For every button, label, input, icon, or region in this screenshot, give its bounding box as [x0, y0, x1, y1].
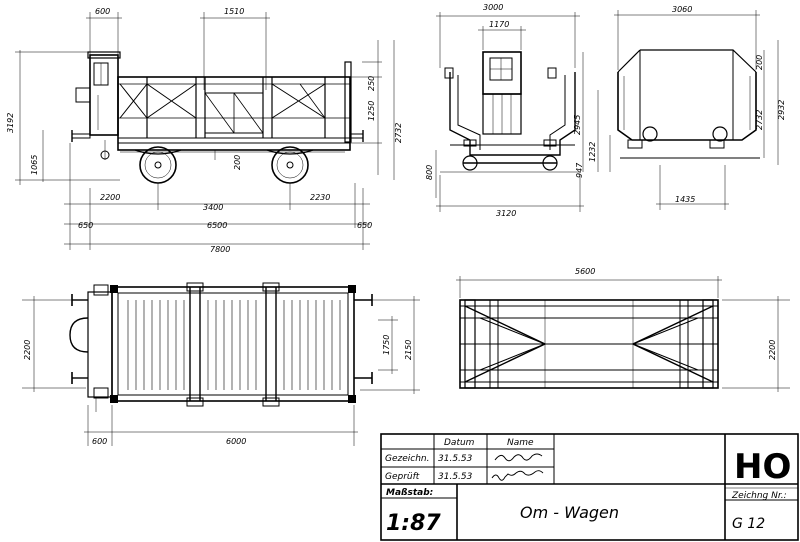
side-dim-2200: 2200: [100, 193, 120, 202]
underframe-view: 5600 2200: [456, 267, 790, 392]
enda-dim-1232: 1232: [588, 142, 597, 162]
plan-dim-6000: 6000: [226, 437, 246, 446]
side-view: 600 1510 250 1250 2732 3192 1065 200 220…: [6, 7, 403, 254]
tb-scale-value: 1:87: [386, 511, 441, 536]
tb-row-checked-date: 31.5.53: [438, 472, 473, 482]
under-dim-5600: 5600: [575, 267, 595, 276]
enda-dim-800: 800: [425, 165, 434, 180]
enda-dim-3000: 3000: [483, 3, 503, 12]
plan-view: 2200 1750 2150 600 6000: [22, 282, 420, 446]
title-block: Datum Name Gezeichn. 31.5.53 Geprüft 31.…: [380, 433, 799, 541]
endb-dim-1435: 1435: [675, 195, 695, 204]
side-dim-2732: 2732: [394, 123, 403, 143]
plan-dim-2150: 2150: [404, 340, 413, 360]
tb-drawing-title: Om - Wagen: [520, 503, 619, 522]
enda-dim-947: 947: [575, 162, 584, 178]
side-dim-650-right: 650: [357, 221, 372, 230]
tb-row-drawn-date: 31.5.53: [438, 454, 473, 464]
tb-col-name: Name: [507, 438, 534, 448]
tb-drawing-no: G 12: [732, 516, 765, 532]
side-dim-7800: 7800: [210, 245, 230, 254]
enda-dim-2945: 2945: [573, 115, 582, 135]
signature-checked: [491, 470, 544, 481]
signature-drawn: [494, 453, 543, 462]
plan-dim-600: 600: [92, 437, 107, 446]
side-dim-250: 250: [367, 76, 376, 91]
enda-dim-1170: 1170: [489, 20, 509, 29]
endb-dim-200: 200: [755, 55, 764, 70]
side-dim-3192: 3192: [6, 113, 15, 133]
tb-scale-label: Maßstab:: [386, 488, 433, 498]
end-view-brake-end: 3000 1170 2945 1232 947 800 3120: [425, 3, 611, 218]
tb-drawing-no-label: Zeichng Nr.:: [731, 491, 787, 501]
enda-dim-3120: 3120: [496, 209, 516, 218]
tb-row-drawn-label: Gezeichn.: [385, 454, 430, 464]
side-dim-3400: 3400: [203, 203, 223, 212]
side-dim-200: 200: [233, 155, 242, 170]
tb-gauge: HO: [734, 447, 791, 487]
side-dim-600: 600: [95, 7, 110, 16]
side-dim-1510: 1510: [224, 7, 244, 16]
endb-dim-2932: 2932: [777, 100, 786, 120]
endb-dim-3060: 3060: [672, 5, 692, 14]
side-dim-1250: 1250: [367, 101, 376, 121]
tb-col-date: Datum: [444, 438, 475, 448]
under-dim-2200: 2200: [768, 340, 777, 360]
plan-dim-1750: 1750: [382, 335, 391, 355]
tb-row-checked-label: Geprüft: [385, 472, 420, 482]
plan-dim-2200: 2200: [23, 340, 32, 360]
side-dim-650-left: 650: [78, 221, 93, 230]
side-dim-2230: 2230: [310, 193, 330, 202]
side-dim-1065: 1065: [30, 155, 39, 175]
end-view-plain-end: 3060 200 2732 2932 1435: [614, 5, 786, 210]
endb-dim-2732: 2732: [755, 110, 764, 130]
side-dim-6500: 6500: [207, 221, 227, 230]
